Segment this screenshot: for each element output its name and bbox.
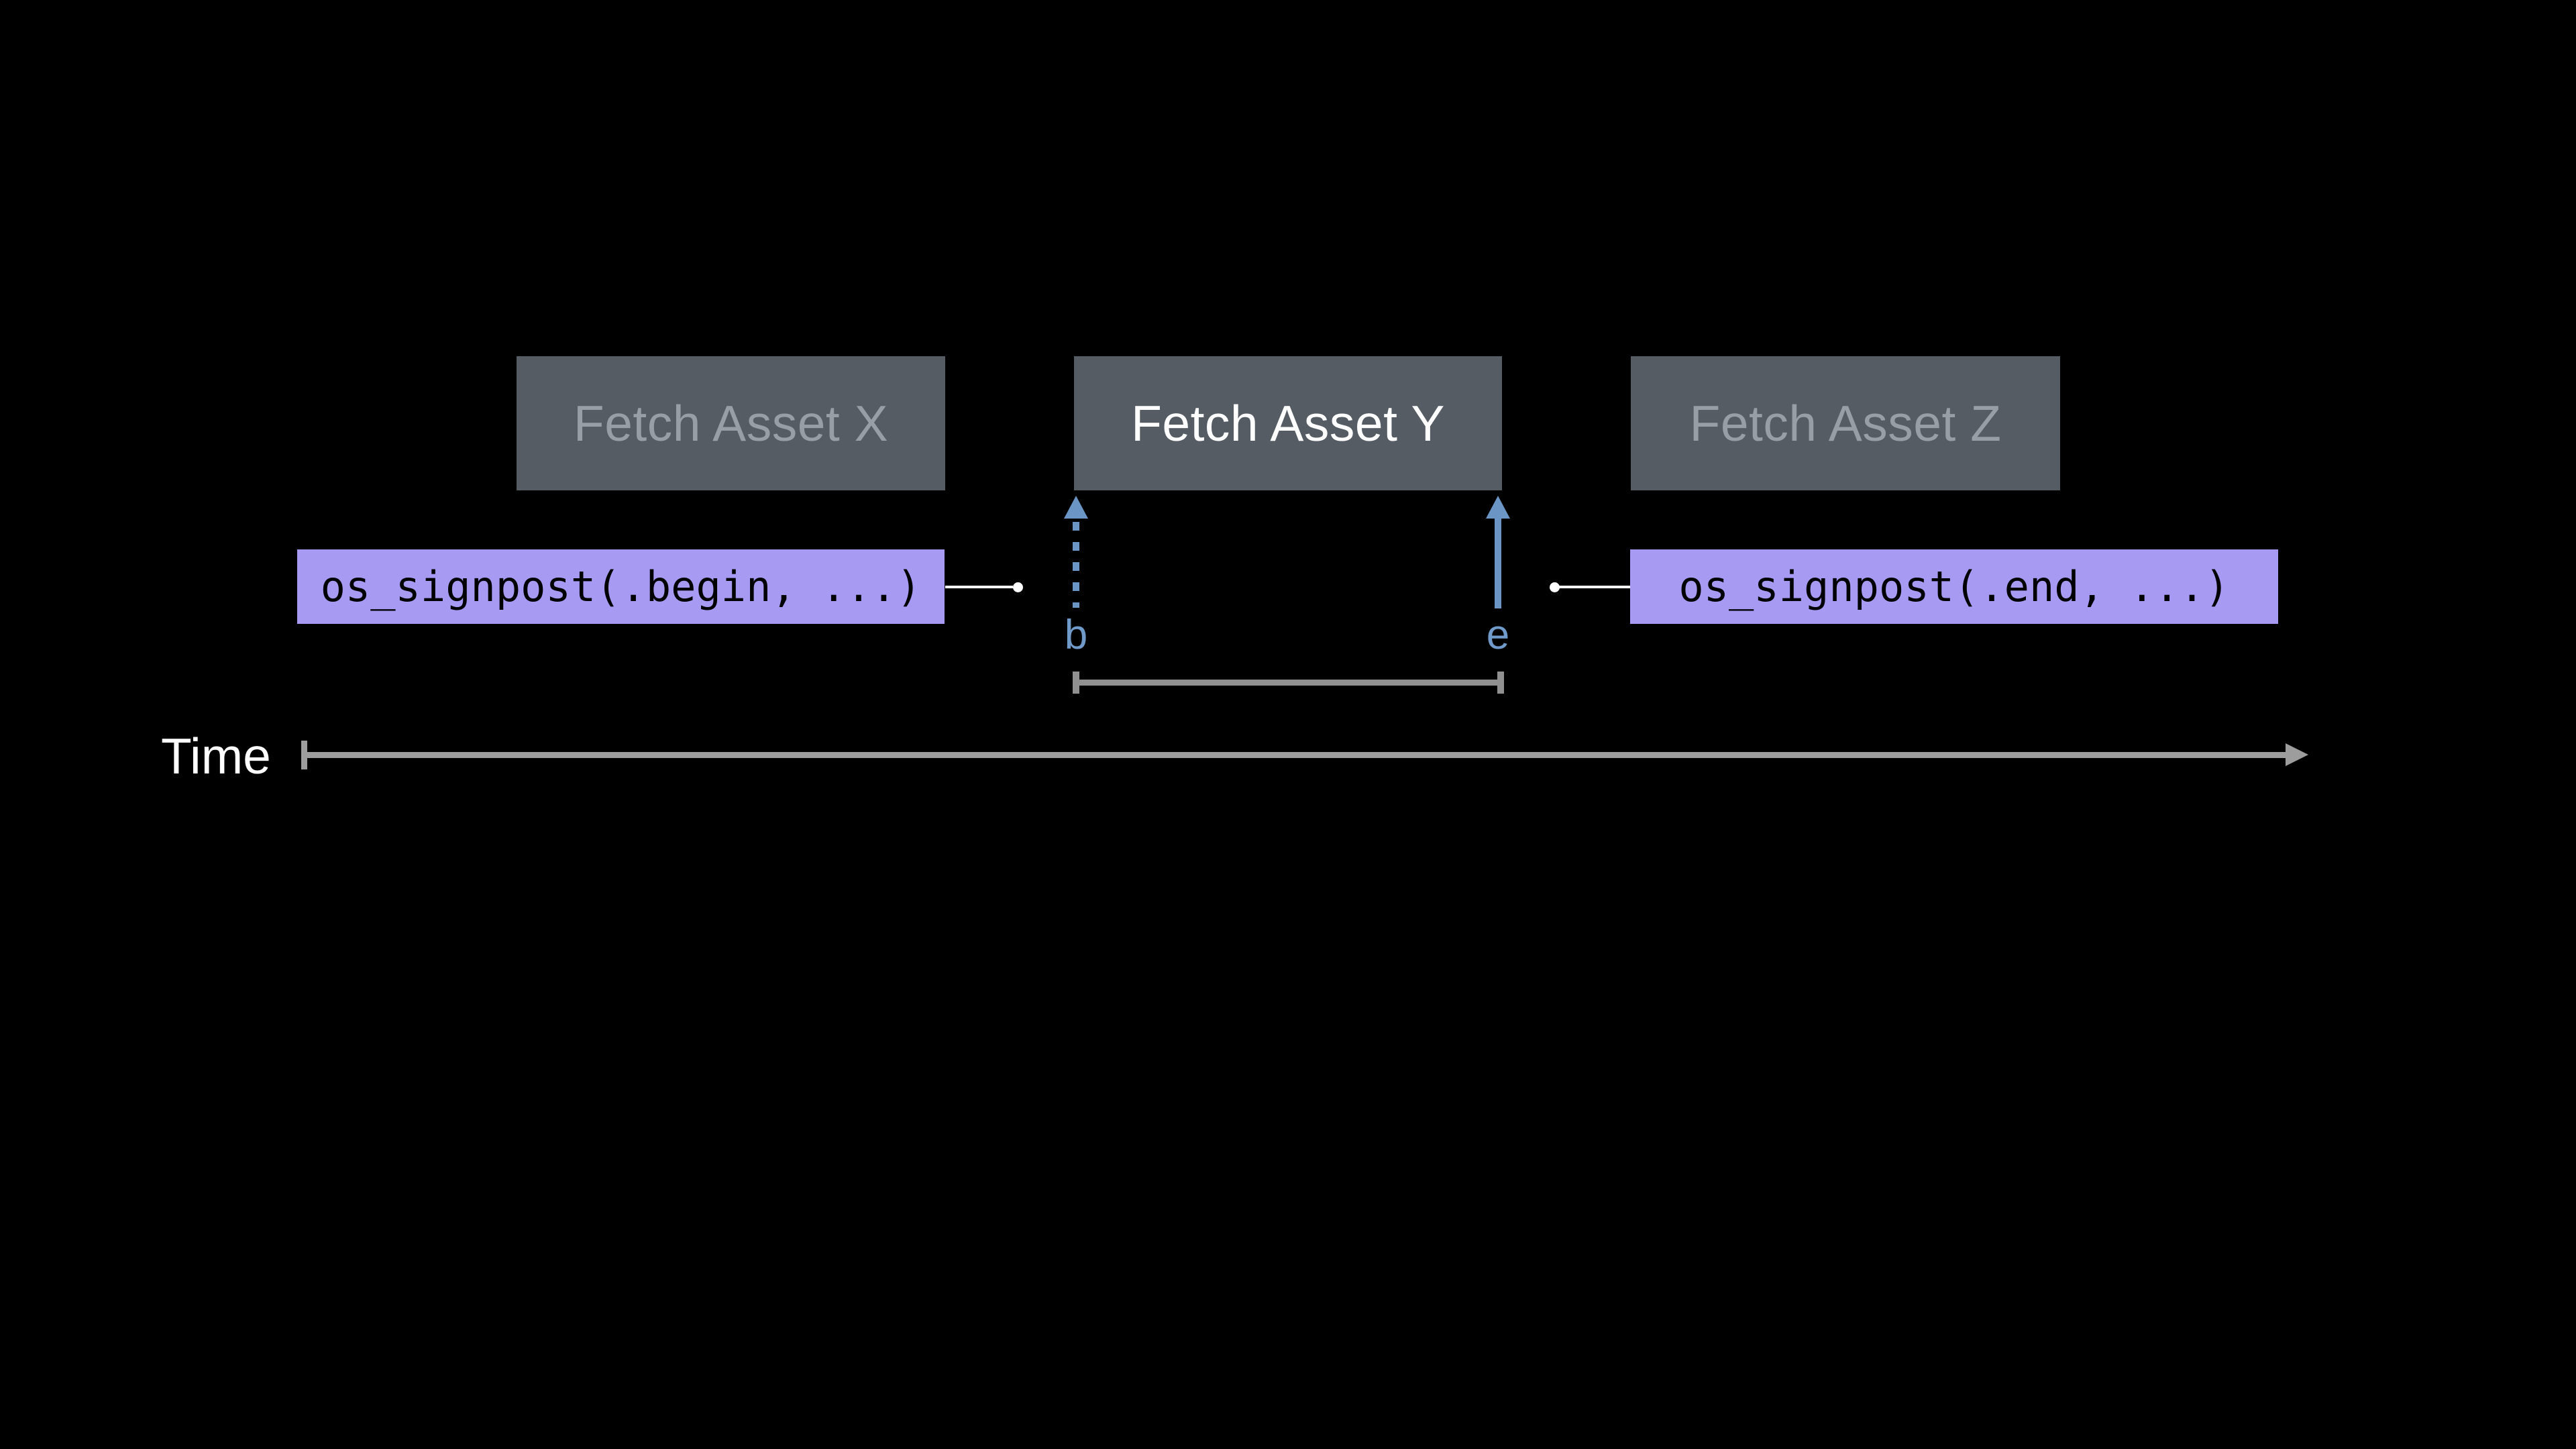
time-axis-arrowhead-icon (2286, 743, 2308, 766)
begin-arrow-dashed-shaft (1073, 522, 1079, 608)
interval-bracket-right-cap (1497, 672, 1504, 694)
end-leader-dot (1550, 582, 1560, 592)
signpost-begin-callout: os_signpost(.begin, ...) (297, 549, 945, 624)
end-arrow-up-icon (1486, 496, 1510, 519)
task-box-fetch-asset-x: Fetch Asset X (517, 356, 945, 490)
task-box-fetch-asset-y: Fetch Asset Y (1074, 356, 1502, 490)
task-box-label: Fetch Asset Y (1131, 395, 1445, 451)
begin-arrow-up-icon (1064, 496, 1088, 519)
time-axis-label: Time (161, 728, 271, 784)
begin-leader-line (945, 586, 1013, 588)
task-box-label: Fetch Asset X (573, 395, 889, 451)
task-box-label: Fetch Asset Z (1689, 395, 2002, 451)
end-marker-label: e (1486, 612, 1510, 658)
begin-leader-dot (1013, 582, 1023, 592)
time-axis-line (301, 752, 2286, 758)
signpost-end-code: os_signpost(.end, ...) (1678, 562, 2230, 611)
signpost-end-callout: os_signpost(.end, ...) (1630, 549, 2278, 624)
end-arrow-solid-shaft (1495, 517, 1501, 608)
end-leader-line (1559, 586, 1630, 588)
task-box-fetch-asset-z: Fetch Asset Z (1631, 356, 2060, 490)
begin-marker-label: b (1064, 612, 1088, 658)
signpost-begin-code: os_signpost(.begin, ...) (320, 562, 922, 611)
interval-bracket-line (1073, 680, 1504, 686)
